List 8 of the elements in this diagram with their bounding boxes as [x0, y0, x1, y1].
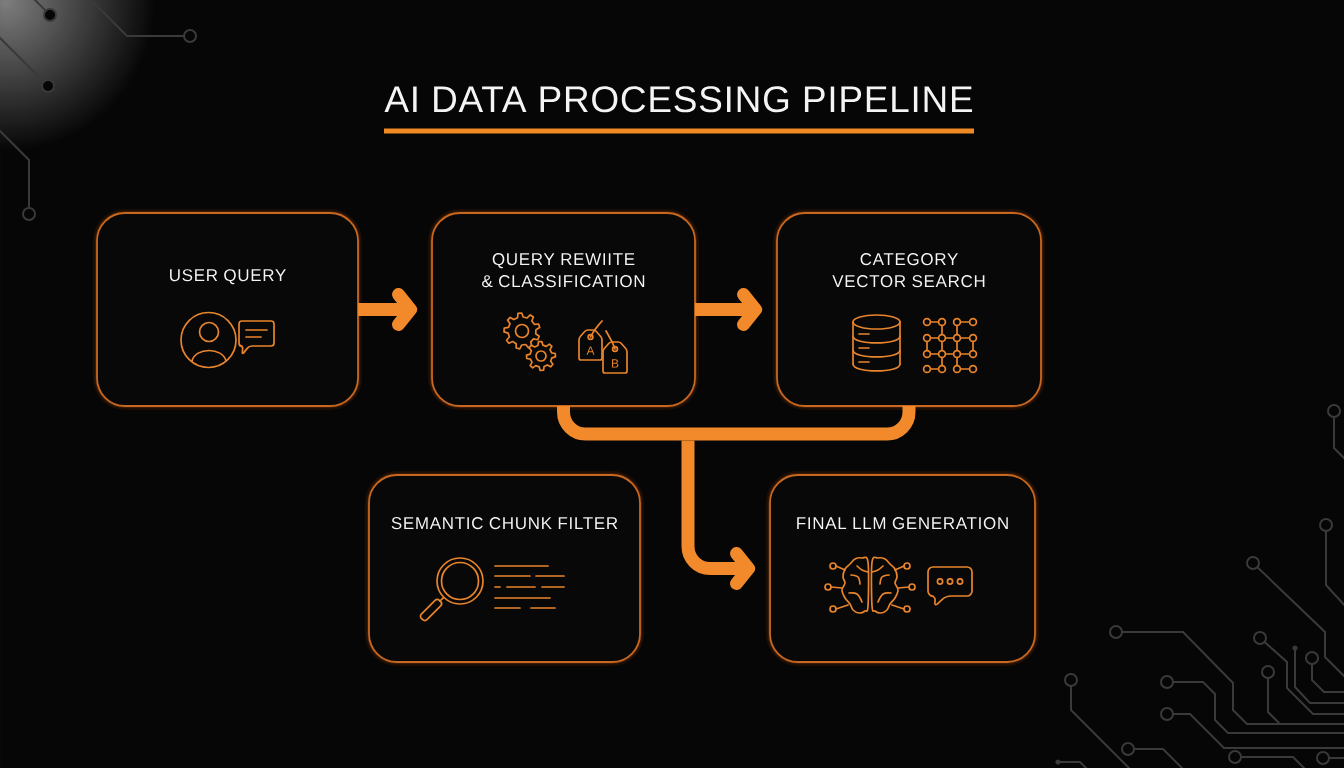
title: AI DATA PROCESSING PIPELINE: [384, 86, 973, 113]
connector: [688, 405, 916, 441]
arrow: [681, 440, 755, 590]
process-box: SEMANTIC CHUNK FILTER: [365, 471, 644, 666]
process-box: FINAL LLM GENERATION: [766, 471, 1039, 666]
process-box: CATEGORY VECTOR SEARCH: [773, 209, 1045, 410]
connector: [557, 405, 688, 441]
process-box: USER QUERY: [93, 209, 362, 410]
